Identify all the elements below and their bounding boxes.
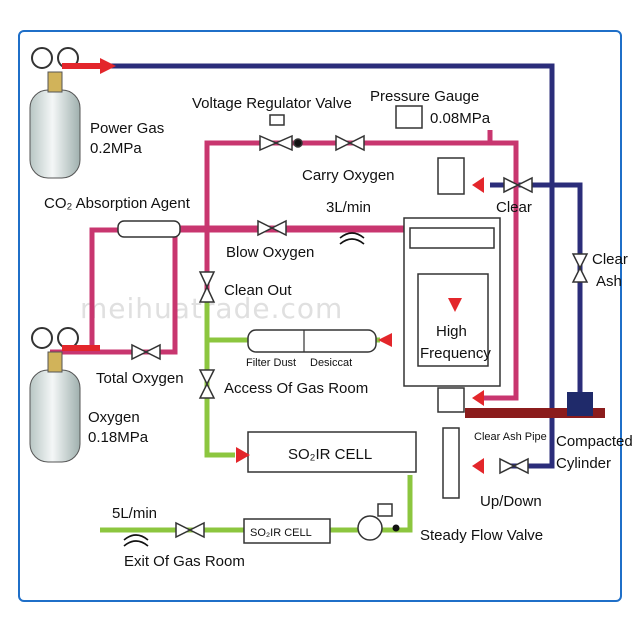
total-oxygen-label: Total Oxygen (96, 370, 184, 387)
so2-cell-small-label: SO₂IR CELL (250, 527, 312, 539)
cylinder-label: Cylinder (556, 455, 611, 472)
diagram-frame (18, 30, 622, 602)
flow-3l-label: 3L/min (326, 199, 371, 216)
carry-oxygen-label: Carry Oxygen (302, 167, 395, 184)
oxygen-cylinder (29, 327, 100, 463)
compacted-label: Compacted (556, 433, 633, 450)
clear-ash-label-2: Ash (596, 273, 622, 290)
exit-gas-room-label: Exit Of Gas Room (124, 553, 245, 570)
flow-5l-indicator (123, 534, 149, 547)
flow-5l-label: 5L/min (112, 505, 157, 522)
flow-arrows (100, 58, 484, 474)
frequency-label: Frequency (420, 345, 491, 362)
voltage-regulator-label: Voltage Regulator Valve (192, 95, 352, 112)
filter-tube (247, 329, 377, 353)
clean-out-label: Clean Out (224, 282, 292, 299)
so2-cell-main-label: SO₂IR CELL (288, 446, 372, 463)
access-gas-room-label: Access Of Gas Room (224, 380, 368, 397)
co2-absorber (117, 220, 181, 238)
high-label: High (436, 323, 467, 340)
desiccat-label: Desiccat (310, 357, 352, 369)
clear-label: Clear (496, 199, 532, 216)
clear-ash-pipe (465, 408, 605, 418)
pressure-gauge-label: Pressure Gauge (370, 88, 479, 105)
co2-agent-label: CO₂ Absorption Agent (44, 195, 191, 212)
oxygen-label: Oxygen (88, 409, 140, 426)
power-gas-label: Power Gas (90, 120, 164, 137)
so2-cell-main-box (247, 431, 417, 473)
pressure-gauge-box (395, 105, 423, 129)
compacted-cylinder-block (567, 392, 593, 416)
steady-flow-label: Steady Flow Valve (420, 527, 543, 544)
clear-ash-pipe-label: Clear Ash Pipe (474, 431, 547, 443)
power-gas-cylinder (29, 47, 100, 179)
clear-ash-label-1: Clear (592, 251, 628, 268)
so2-cell-small-box (243, 518, 331, 544)
blow-oxygen-label: Blow Oxygen (226, 244, 314, 261)
oxygen-pressure: 0.18MPa (88, 429, 149, 446)
filter-dust-label: Filter Dust (246, 357, 296, 369)
power-gas-pressure: 0.2MPa (90, 140, 142, 157)
steady-flow-valve-body (357, 515, 383, 541)
navy-lines (110, 63, 583, 469)
pressure-value: 0.08MPa (430, 110, 491, 127)
valves (131, 114, 589, 539)
flow-3l-indicator (339, 232, 365, 245)
up-down-label: Up/Down (480, 493, 542, 510)
